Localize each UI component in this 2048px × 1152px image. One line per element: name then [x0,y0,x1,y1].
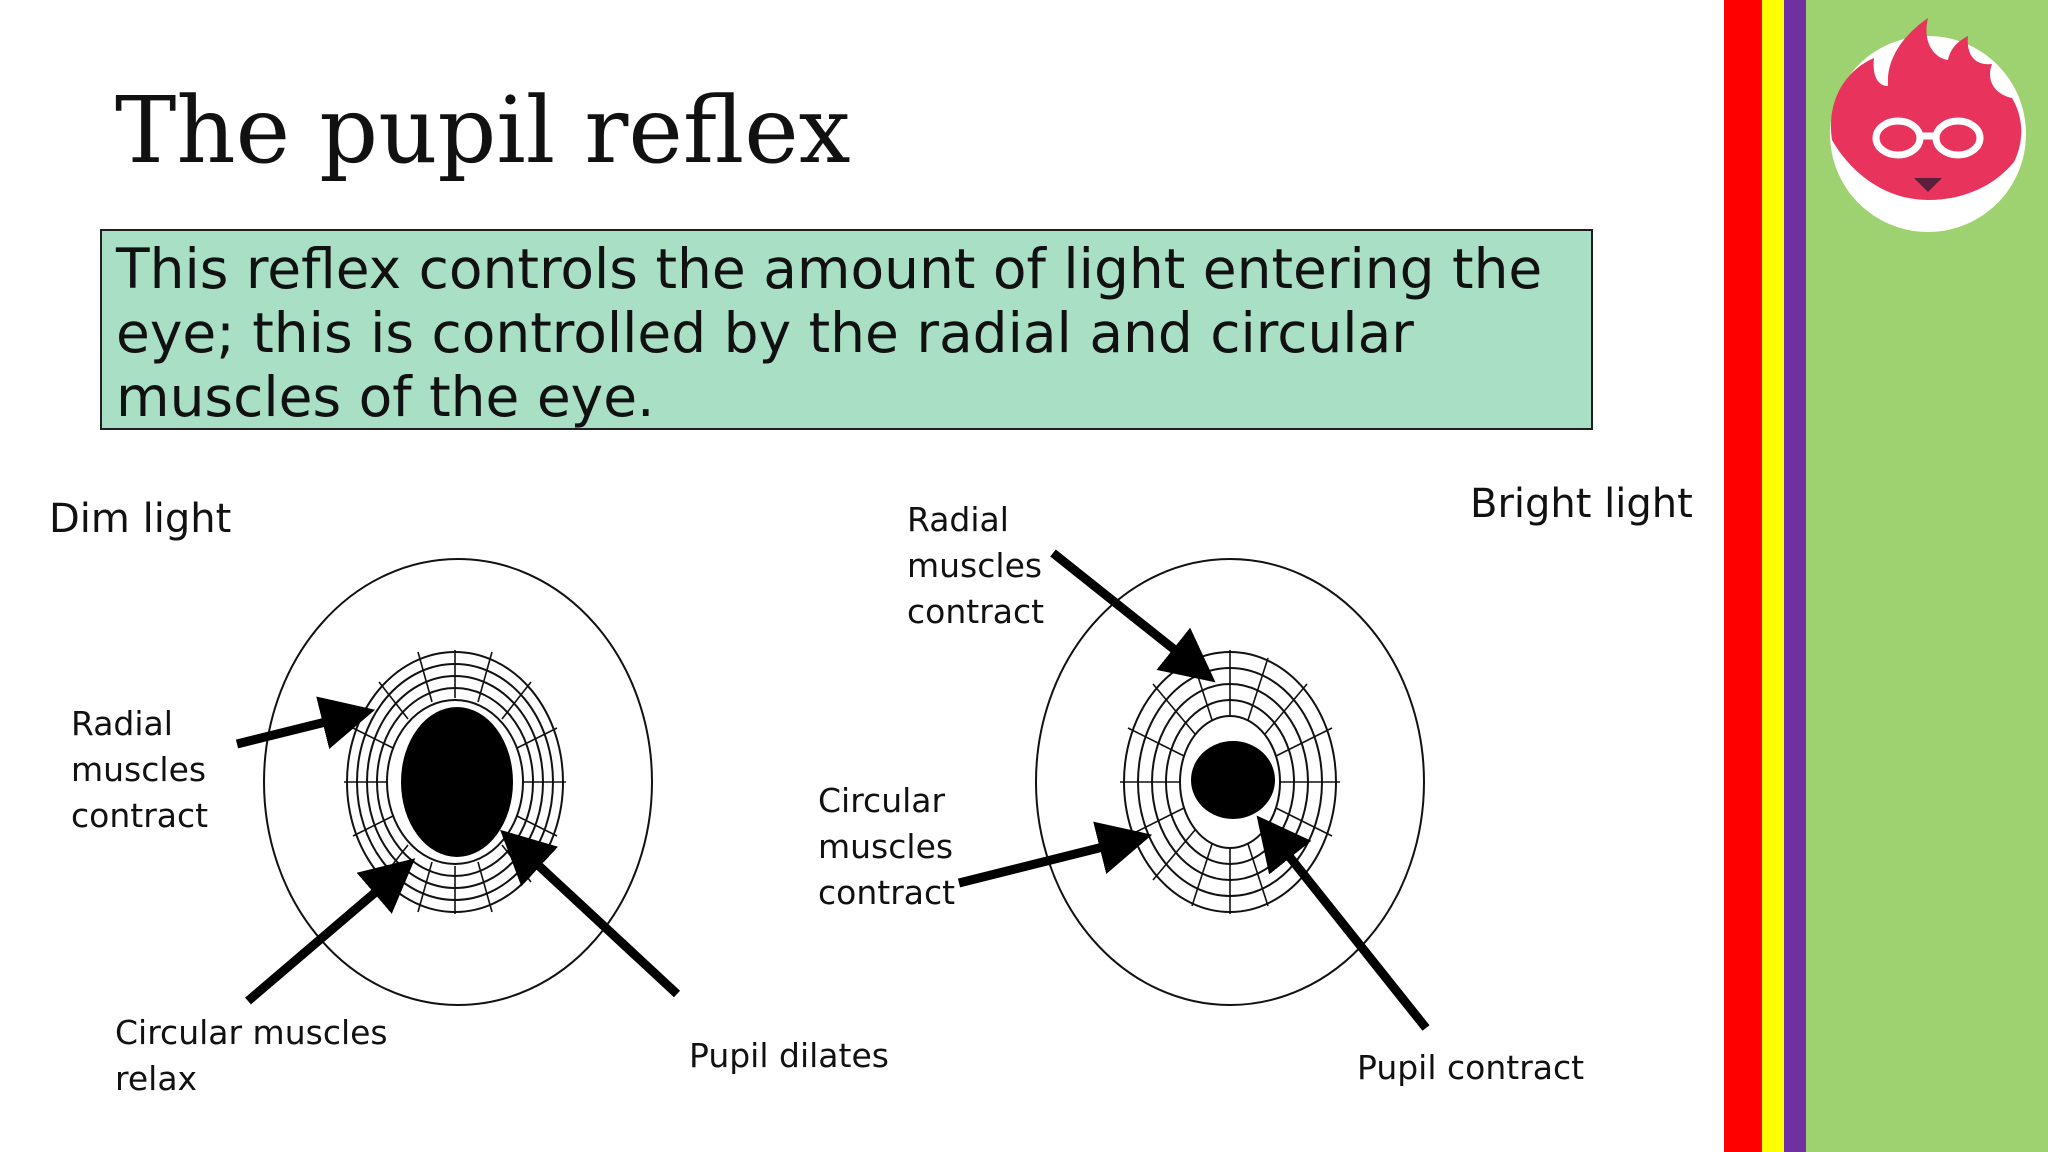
bright-circular-arrow [957,821,1153,888]
dim-radial-label: Radial muscles contract [71,704,209,835]
dim-circular-label: Circular muscles relax [115,1013,388,1098]
yellow-stripe [1762,0,1784,1152]
dim-circular-arrow [245,858,416,1005]
purple-stripe [1784,0,1806,1152]
dim-pupil [401,707,513,857]
dim-pupil-label: Pupil dilates [689,1036,889,1075]
slide-title: The pupil reflex [115,77,851,184]
dim-radial-arrow [235,696,376,749]
red-stripe [1724,0,1762,1152]
bright-pupil [1191,741,1275,819]
bright-eye [1035,558,1425,1006]
intro-box: This reflex controls the amount of light… [100,229,1593,430]
bright-radial-arrow [1050,549,1216,683]
dim-pupil-arrow [500,829,681,998]
bright-light-heading: Bright light [1470,481,1693,527]
dim-light-heading: Dim light [49,496,232,542]
mascot-logo-icon [1818,14,2038,234]
bright-circular-label: Circular muscles contract [818,781,956,912]
bright-radial-label: Radial muscles contract [907,500,1045,631]
bright-pupil-label: Pupil contract [1357,1048,1585,1087]
pupil-reflex-diagram: Dim light Radial muscles contract Circul… [0,460,1720,1152]
bright-pupil-arrow [1256,815,1430,1031]
